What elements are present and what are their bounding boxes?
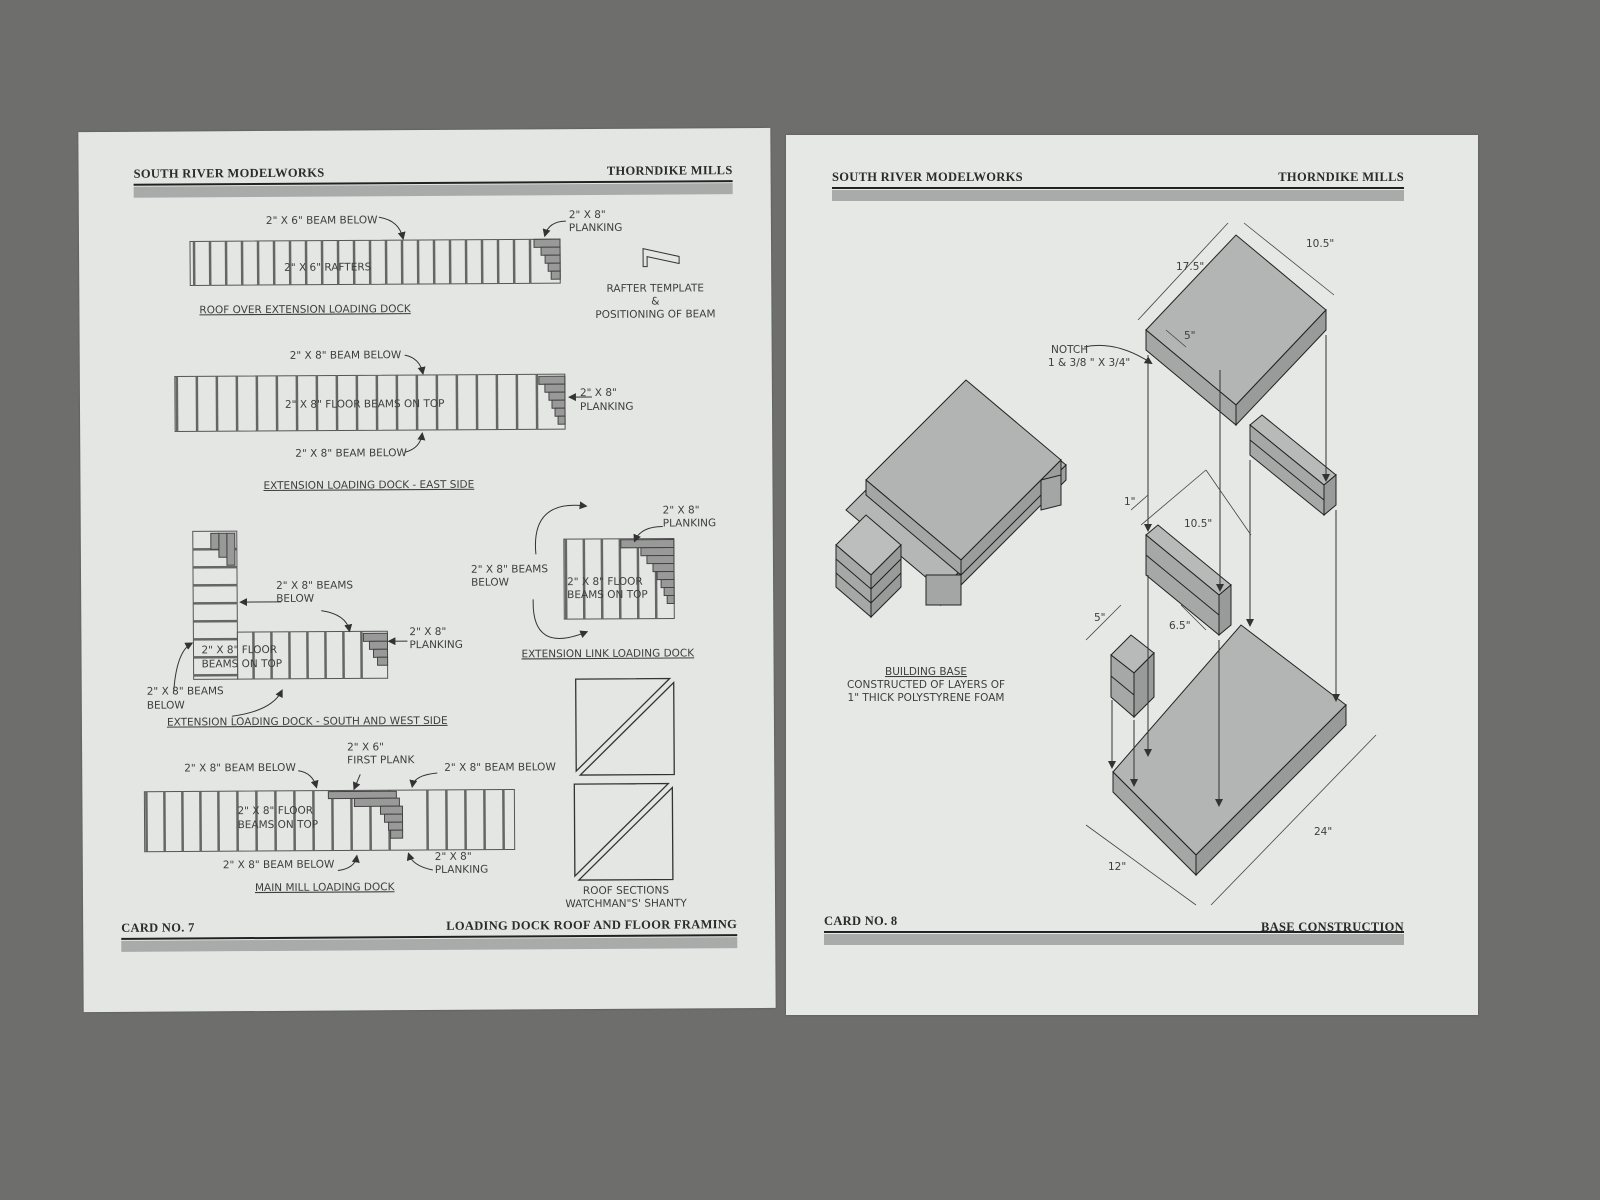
sw-beams-right-2: BELOW bbox=[276, 593, 315, 605]
building-base-line1: CONSTRUCTED OF LAYERS OF bbox=[847, 679, 1005, 691]
card-header: SOUTH RIVER MODELWORKS THORNDIKE MILLS bbox=[832, 167, 1404, 187]
link-drawing bbox=[532, 501, 675, 639]
footer-band bbox=[824, 934, 1404, 945]
building-base-line2: 1" THICK POLYSTYRENE FOAM bbox=[848, 692, 1005, 704]
link-floor-1: 2" X 8" FLOOR bbox=[567, 576, 643, 588]
instruction-card-7: SOUTH RIVER MODELWORKS THORNDIKE MILLS bbox=[78, 127, 776, 1013]
template-line3: POSITIONING OF BEAM bbox=[595, 308, 715, 321]
link-planking-2: PLANKING bbox=[663, 517, 717, 529]
title-roof: ROOF OVER EXTENSION LOADING DOCK bbox=[199, 303, 411, 316]
label-beam-below: 2" X 6" BEAM BELOW bbox=[266, 214, 378, 227]
main-mill-drawing bbox=[143, 770, 516, 872]
footer-rule bbox=[824, 931, 1404, 933]
title-east: EXTENSION LOADING DOCK - EAST SIDE bbox=[263, 479, 474, 492]
east-side-drawing bbox=[174, 354, 592, 453]
label-planking: 2" X 8" bbox=[569, 209, 606, 221]
link-floor-2: BEAMS ON TOP bbox=[567, 589, 648, 601]
card-title: LOADING DOCK ROOF AND FLOOR FRAMING bbox=[446, 917, 738, 933]
mm-beam-left: 2" X 8" BEAM BELOW bbox=[184, 762, 296, 775]
card-title: BASE CONSTRUCTION bbox=[1261, 920, 1404, 934]
header-band bbox=[832, 190, 1404, 201]
sw-beams-left-1: 2" X 8" BEAMS bbox=[147, 685, 224, 697]
rafter-template-shape bbox=[642, 248, 680, 268]
east-planking-1: 2" X 8" bbox=[580, 387, 617, 399]
framing-drawings: 2" X 6" BEAM BELOW 2" X 6" RAFTERS 2" X … bbox=[143, 209, 717, 910]
mm-floor-2: BEAMS ON TOP bbox=[238, 819, 319, 831]
label-planking-2: PLANKING bbox=[569, 222, 623, 234]
template-line1: RAFTER TEMPLATE bbox=[606, 282, 704, 295]
dim-top-length: 17.5" bbox=[1176, 261, 1204, 273]
title-link: EXTENSION LINK LOADING DOCK bbox=[521, 647, 695, 660]
mm-beam-bottom: 2" X 8" BEAM BELOW bbox=[223, 859, 335, 872]
header-rule bbox=[832, 187, 1404, 189]
instruction-card-8: SOUTH RIVER MODELWORKS THORNDIKE MILLS bbox=[786, 135, 1478, 1015]
roof-sections-1: ROOF SECTIONS bbox=[583, 885, 670, 898]
sw-floor-1: 2" X 8" FLOOR bbox=[201, 644, 277, 656]
notch-label-1: NOTCH bbox=[1051, 344, 1088, 356]
sw-beams-right-1: 2" X 8" BEAMS bbox=[276, 579, 353, 591]
dim-beam-length: 10.5" bbox=[1184, 518, 1212, 530]
mm-beam-right: 2" X 8" BEAM BELOW bbox=[444, 761, 556, 774]
label-rafters: 2" X 6" RAFTERS bbox=[284, 261, 372, 274]
mm-planking-2: PLANKING bbox=[435, 864, 489, 876]
card-number: CARD NO. 7 bbox=[121, 920, 195, 935]
link-beams-1: 2" X 8" BEAMS bbox=[471, 563, 548, 575]
link-beams-2: BELOW bbox=[471, 576, 510, 588]
east-beam-below: 2" X 8" BEAM BELOW bbox=[295, 447, 407, 460]
roof-sections-2: WATCHMAN"S' SHANTY bbox=[565, 897, 687, 910]
sw-planking-1: 2" X 8" bbox=[409, 626, 446, 638]
sw-floor-2: BEAMS ON TOP bbox=[202, 658, 283, 670]
building-base-title: BUILDING BASE bbox=[885, 666, 967, 678]
title-main-mill: MAIN MILL LOADING DOCK bbox=[255, 881, 396, 894]
template-line2: & bbox=[651, 296, 659, 308]
mm-floor-1: 2" X 8" FLOOR bbox=[237, 805, 313, 817]
dim-base-width: 12" bbox=[1108, 861, 1126, 873]
card-footer: CARD NO. 8 BASE CONSTRUCTION bbox=[824, 911, 1404, 934]
east-floor-label: 2" X 8" FLOOR BEAMS ON TOP bbox=[285, 398, 445, 411]
dim-beam-thickness: 1" bbox=[1124, 496, 1136, 508]
roof-sections-drawing bbox=[573, 677, 675, 881]
link-planking-1: 2" X 8" bbox=[663, 504, 700, 516]
dim-top-width: 10.5" bbox=[1306, 238, 1334, 250]
south-west-drawing bbox=[173, 530, 408, 717]
company-name: SOUTH RIVER MODELWORKS bbox=[832, 170, 1023, 184]
dim-block-a: 5" bbox=[1094, 612, 1106, 624]
project-name: THORNDIKE MILLS bbox=[1278, 170, 1404, 184]
east-planking-2: PLANKING bbox=[580, 401, 634, 413]
notch-label-2: 1 & 3/8 " X 3/4" bbox=[1048, 357, 1130, 369]
base-drawings: 17.5" 10.5" 5" NOTCH 1 & 3/8 " X 3/4" 1"… bbox=[835, 222, 1377, 906]
mm-first-plank-1: 2" X 6" bbox=[347, 741, 384, 753]
dim-block-b: 6.5" bbox=[1169, 620, 1191, 632]
dim-base-length: 24" bbox=[1314, 826, 1332, 838]
dim-notch: 5" bbox=[1184, 330, 1196, 342]
exploded-view-drawing bbox=[1083, 222, 1377, 906]
roof-framing-drawing bbox=[189, 216, 566, 286]
title-south-west: EXTENSION LOADING DOCK - SOUTH AND WEST … bbox=[167, 715, 448, 729]
east-beam-above: 2" X 8" BEAM BELOW bbox=[290, 349, 402, 362]
mm-planking-1: 2" X 8" bbox=[435, 851, 472, 863]
sw-beams-left-2: BELOW bbox=[147, 699, 186, 711]
card-number: CARD NO. 8 bbox=[824, 914, 898, 928]
assembled-base-drawing bbox=[835, 379, 1067, 619]
mm-first-plank-2: FIRST PLANK bbox=[347, 754, 415, 766]
sw-planking-2: PLANKING bbox=[409, 639, 463, 651]
